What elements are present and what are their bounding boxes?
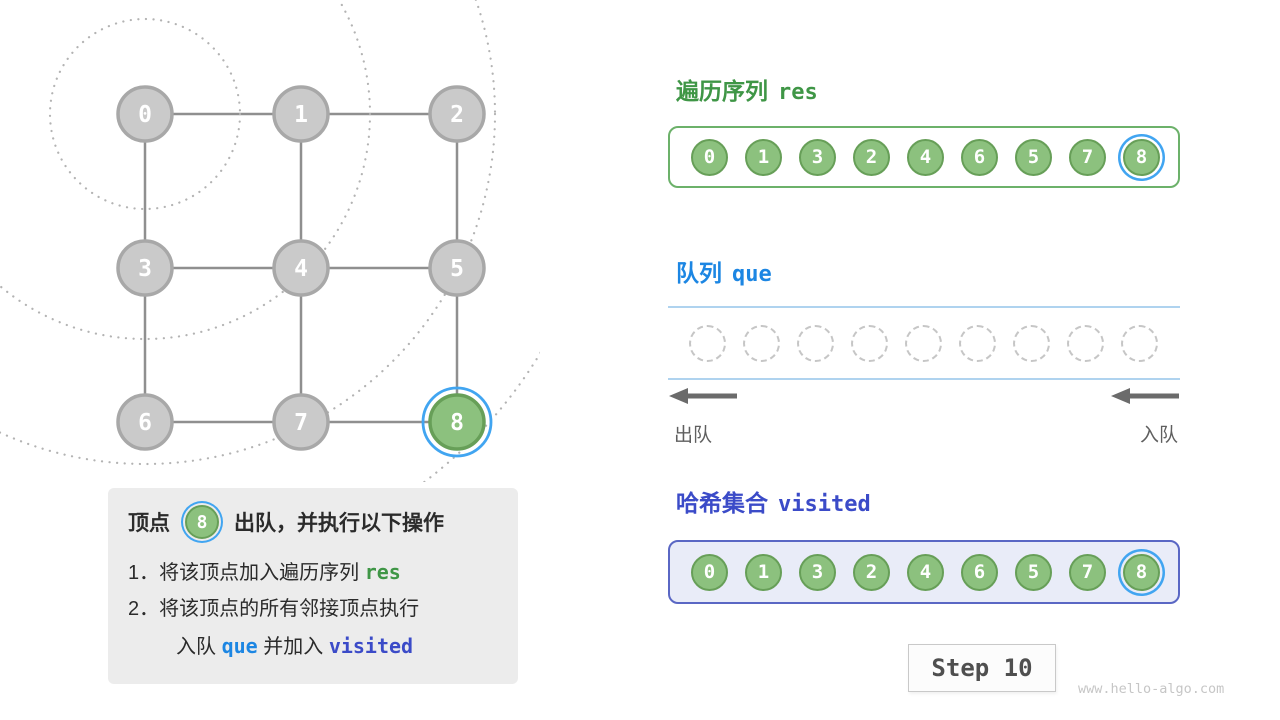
graph-node-label-2: 2 — [450, 102, 464, 128]
visited-element: 7 — [1069, 553, 1106, 591]
graph-node-label-0: 0 — [138, 102, 152, 128]
info-step-2b: 入队 que 并加入 visited — [128, 628, 498, 665]
info-step-1-text: 1．将该顶点加入遍历序列 — [128, 562, 360, 584]
queue-empty-slot — [959, 324, 996, 362]
queue-empty-slot — [851, 324, 888, 362]
res-code-label: res — [364, 560, 401, 584]
info-step-2b-mid: 并加入 — [263, 635, 324, 658]
enqueue-arrow-icon — [1111, 388, 1179, 404]
dequeue-arrow-icon — [669, 388, 737, 404]
queue-empty-slot — [1013, 324, 1050, 362]
graph-node-7 — [272, 393, 330, 451]
info-heading-suffix: 出队，并执行以下操作 — [234, 512, 444, 535]
res-element: 1 — [745, 138, 782, 176]
graph-node-label-1: 1 — [294, 102, 308, 128]
visited-title-code: visited — [778, 492, 871, 517]
active-node-ring — [421, 386, 493, 458]
queue-empty-slot — [689, 324, 726, 362]
bfs-wavefront-arc — [0, 0, 372, 341]
visited-element: 0 — [691, 553, 728, 591]
operation-info-box: 顶点 8 出队，并执行以下操作 1．将该顶点加入遍历序列 res 2．将该顶点的… — [108, 488, 518, 685]
info-step-1: 1．将该顶点加入遍历序列 res — [128, 554, 498, 591]
queue-box — [668, 306, 1180, 380]
step-indicator: Step 10 — [908, 644, 1056, 692]
res-element: 8 — [1123, 138, 1160, 176]
graph-node-label-6: 6 — [138, 410, 152, 436]
res-title-text: 遍历序列 — [676, 78, 768, 104]
enqueue-label: 入队 — [1140, 425, 1179, 446]
visited-element: 2 — [853, 553, 890, 591]
graph-node-6 — [116, 393, 174, 451]
info-step-2-text: 2．将该顶点的所有邻接顶点执行 — [128, 598, 420, 621]
queue-empty-slot — [1121, 324, 1158, 362]
visited-element: 4 — [907, 553, 944, 591]
graph-node-label-3: 3 — [138, 256, 152, 282]
graph-node-5 — [428, 239, 486, 297]
visited-section-title: 哈希集合 visited — [676, 484, 871, 518]
dequeued-node-badge: 8 — [185, 505, 219, 539]
info-step-2: 2．将该顶点的所有邻接顶点执行 — [128, 591, 498, 627]
dequeue-label: 出队 — [674, 425, 713, 446]
info-heading-prefix: 顶点 — [128, 512, 170, 535]
res-element: 6 — [961, 138, 998, 176]
queue-empty-slot — [743, 324, 780, 362]
watermark: www.hello-algo.com — [1078, 681, 1225, 697]
res-element: 2 — [853, 138, 890, 176]
res-element: 7 — [1069, 138, 1106, 176]
visited-element: 5 — [1015, 553, 1052, 591]
res-element: 5 — [1015, 138, 1052, 176]
graph-node-label-5: 5 — [450, 256, 464, 282]
queue-title-text: 队列 — [676, 260, 722, 286]
visited-element: 1 — [745, 553, 782, 591]
res-element: 4 — [907, 138, 944, 176]
graph-node-2 — [428, 85, 486, 143]
que-code-label: que — [221, 633, 258, 658]
graph-node-label-7: 7 — [294, 410, 308, 436]
res-section-title: 遍历序列 res — [676, 72, 818, 106]
visited-element: 8 — [1123, 553, 1160, 591]
graph-node-3 — [116, 239, 174, 297]
bfs-wavefront-arc — [48, 17, 242, 211]
visited-element: 6 — [961, 553, 998, 591]
visited-title-text: 哈希集合 — [676, 490, 768, 516]
queue-title-code: que — [732, 262, 772, 287]
queue-empty-slot — [905, 324, 942, 362]
queue-section-title: 队列 que — [676, 254, 772, 288]
queue-empty-slot — [1067, 324, 1104, 362]
visited-element: 3 — [799, 553, 836, 591]
res-element: 3 — [799, 138, 836, 176]
queue-empty-slot — [797, 324, 834, 362]
queue-slots — [668, 308, 1180, 378]
graph-node-label-4: 4 — [294, 256, 308, 282]
bfs-wavefront-arc — [0, 0, 496, 465]
info-heading: 顶点 8 出队，并执行以下操作 — [128, 505, 498, 539]
graph-node-0 — [116, 85, 174, 143]
graph-canvas: 0 1 2 3 4 5 6 7 8 — [0, 0, 540, 482]
res-title-code: res — [778, 80, 818, 105]
res-element: 0 — [691, 138, 728, 176]
graph-node-4 — [272, 239, 330, 297]
info-steps: 1．将该顶点加入遍历序列 res 2．将该顶点的所有邻接顶点执行 入队 que … — [128, 554, 498, 665]
graph-node-1 — [272, 85, 330, 143]
graph-node-8 — [428, 393, 486, 451]
graph-node-label-8: 8 — [450, 410, 464, 436]
info-step-2b-pre: 入队 — [176, 635, 216, 658]
visited-code-label: visited — [328, 633, 414, 658]
